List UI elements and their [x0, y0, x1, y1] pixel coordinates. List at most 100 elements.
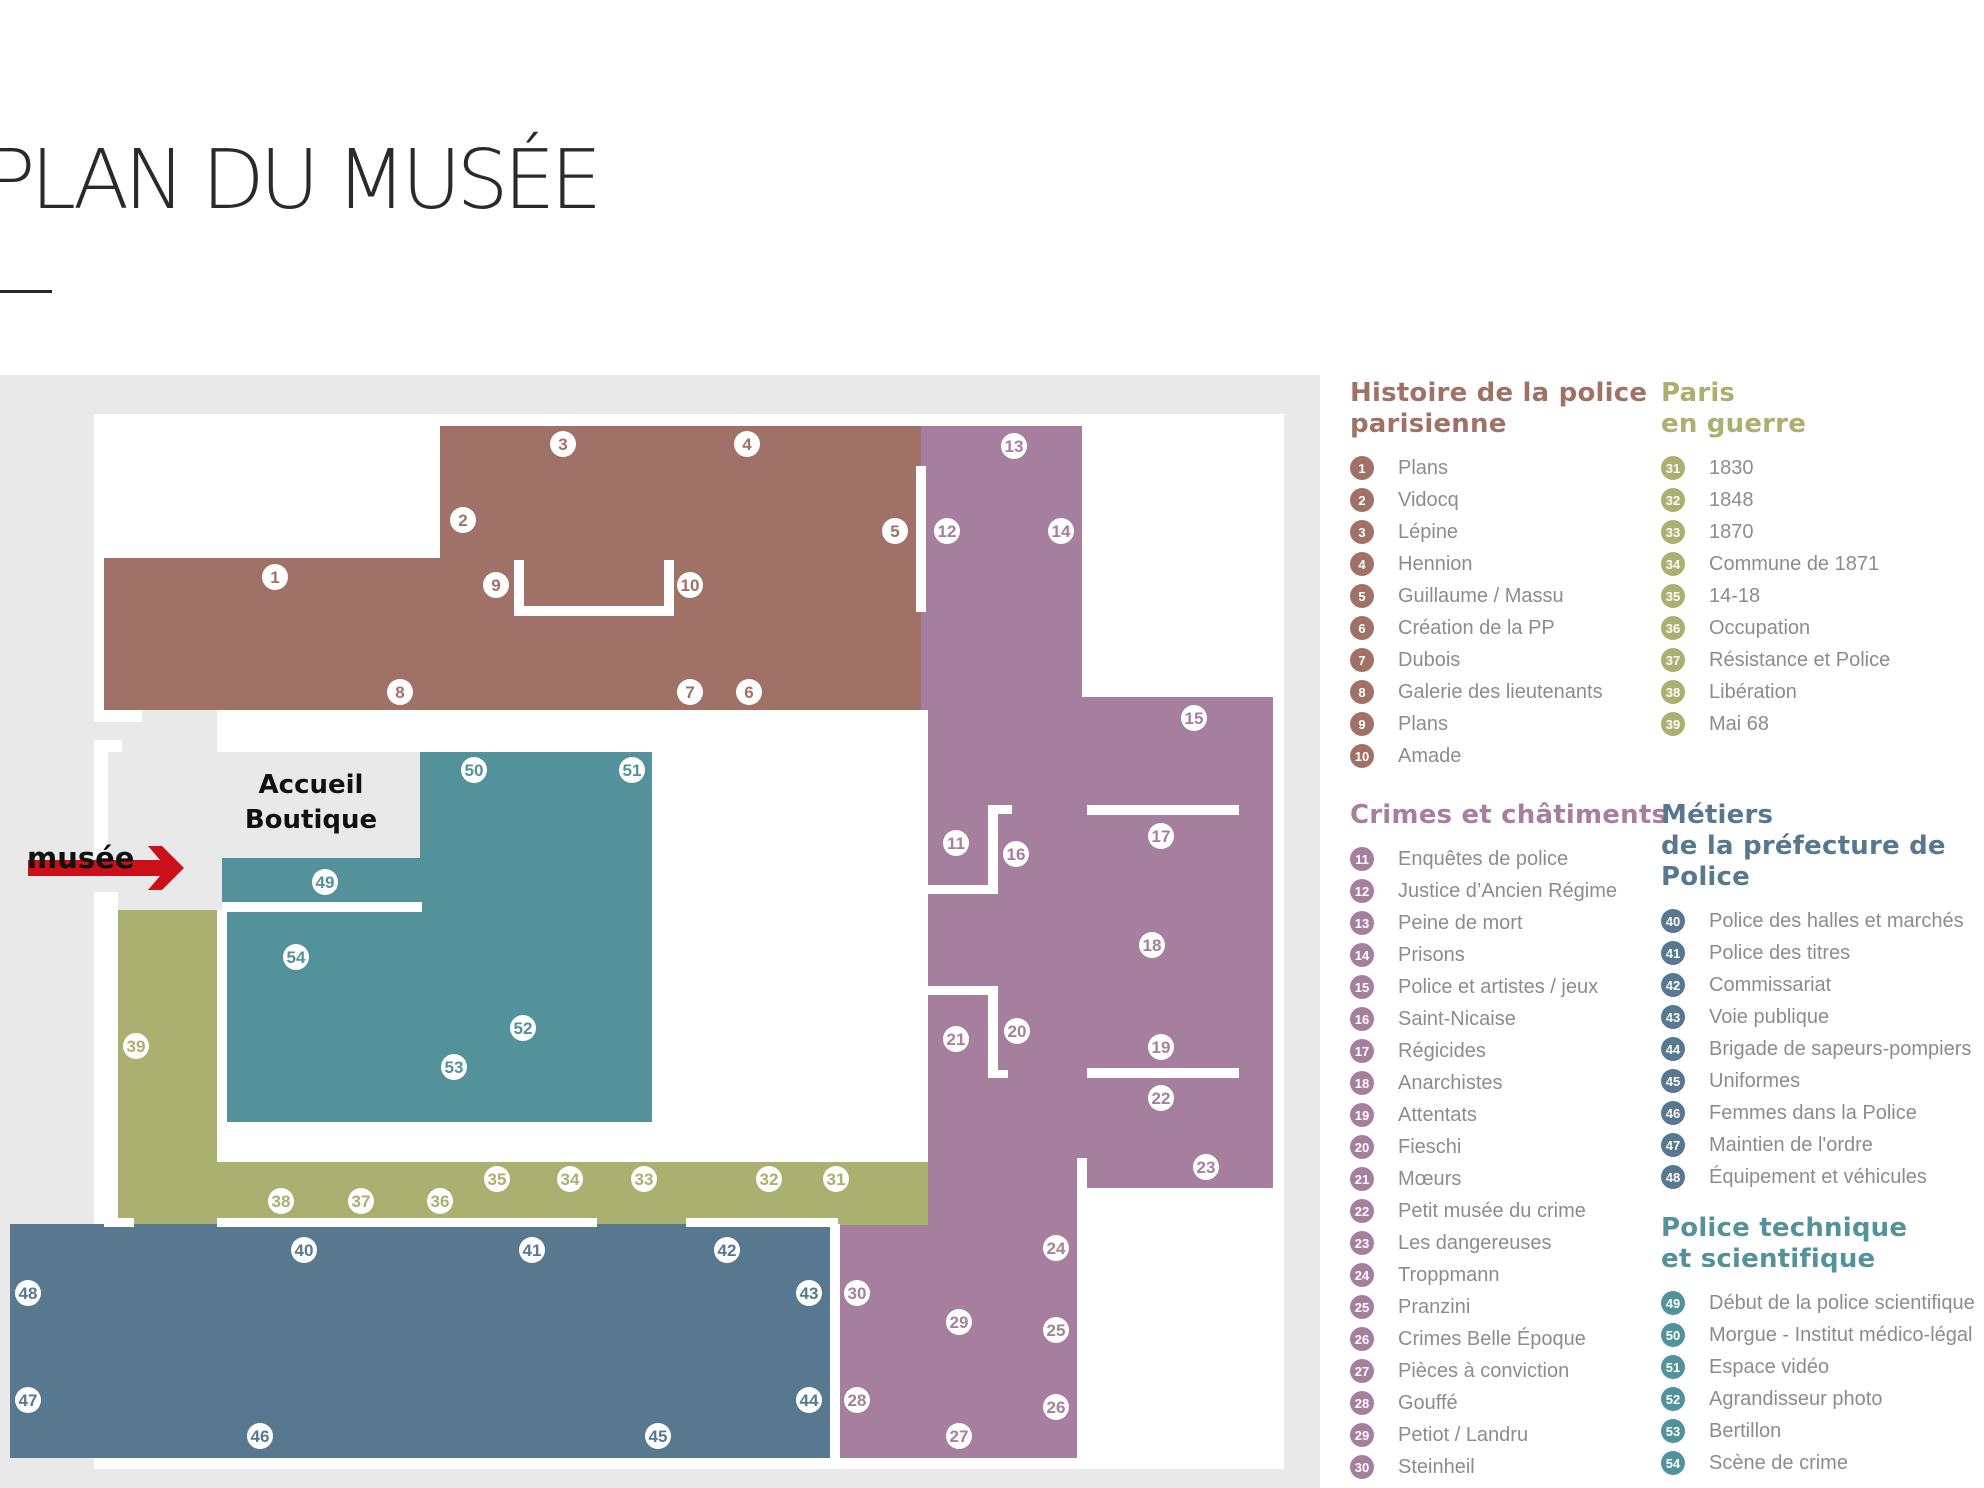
room-marker-circle	[734, 431, 760, 457]
legend-label: 1870	[1709, 520, 1754, 543]
room-marker-21: 21	[943, 1026, 969, 1052]
entrance-label: musée	[27, 841, 134, 875]
room-marker-number: 25	[1047, 1321, 1066, 1340]
zone-metiers	[10, 1224, 830, 1458]
legend-number-badge: 22	[1350, 1199, 1374, 1223]
legend-number-badge: 51	[1661, 1355, 1685, 1379]
legend-number-badge: 44	[1661, 1037, 1685, 1061]
room-marker-18: 18	[1139, 932, 1165, 958]
legend-label: Résistance et Police	[1709, 648, 1891, 671]
room-marker-27: 27	[946, 1423, 972, 1449]
legend-number-badge: 31	[1661, 456, 1685, 480]
legend-label: Peine de mort	[1398, 911, 1523, 934]
room-marker-number: 54	[287, 948, 306, 967]
room-marker-46: 46	[247, 1423, 273, 1449]
room-marker-circle	[262, 564, 288, 590]
legend-number-badge: 14	[1350, 943, 1374, 967]
room-marker-33: 33	[631, 1166, 657, 1192]
room-marker-number: 34	[561, 1170, 580, 1189]
room-marker-11: 11	[943, 830, 969, 856]
room-marker-number: 13	[1005, 437, 1024, 456]
room-marker-number: 50	[465, 761, 484, 780]
room-marker-circle	[1001, 433, 1027, 459]
room-marker-circle	[796, 1280, 822, 1306]
room-marker-number: 22	[1152, 1089, 1171, 1108]
legend-label: Galerie des lieutenants	[1398, 680, 1603, 703]
room-marker-number: 44	[800, 1391, 819, 1410]
legend-item: 14 Prisons	[1350, 939, 1667, 971]
room-marker-9: 9	[483, 572, 509, 598]
legend-item: 41 Police des titres	[1661, 937, 1984, 969]
legend-label: Police et artistes / jeux	[1398, 975, 1599, 998]
room-marker-47: 47	[15, 1387, 41, 1413]
room-marker-circle	[1004, 1018, 1030, 1044]
room-marker-number: 49	[316, 873, 335, 892]
room-marker-circle	[291, 1237, 317, 1263]
legend-number-badge: 16	[1350, 1007, 1374, 1031]
room-marker-circle	[1043, 1394, 1069, 1420]
legend-number-badge: 6	[1350, 616, 1374, 640]
room-marker-circle	[943, 1026, 969, 1052]
legend-number-badge: 53	[1661, 1419, 1685, 1443]
legend-label: Les dangereuses	[1398, 1231, 1552, 1254]
room-marker-circle	[283, 944, 309, 970]
room-marker-number: 11	[947, 834, 965, 853]
legend-label: Steinheil	[1398, 1455, 1475, 1478]
legend-label: Prisons	[1398, 943, 1465, 966]
room-marker-53: 53	[441, 1054, 467, 1080]
zone-crimes	[840, 426, 1273, 1458]
legend-number-badge: 39	[1661, 712, 1685, 736]
legend-number-badge: 18	[1350, 1071, 1374, 1095]
legend-number-badge: 40	[1661, 909, 1685, 933]
room-marker-number: 14	[1052, 522, 1071, 541]
room-marker-5: 5	[882, 518, 908, 544]
room-marker-number: 6	[744, 683, 753, 702]
room-marker-19: 19	[1148, 1034, 1174, 1060]
room-marker-number: 36	[431, 1192, 450, 1211]
legend-number-badge: 28	[1350, 1391, 1374, 1415]
legend-number-badge: 41	[1661, 941, 1685, 965]
room-marker-25: 25	[1043, 1317, 1069, 1343]
legend-number-badge: 15	[1350, 975, 1374, 999]
legend-label: Morgue - Institut médico-légal	[1709, 1323, 1973, 1346]
room-marker-circle	[450, 507, 476, 533]
room-marker-number: 20	[1008, 1022, 1027, 1041]
legend-label: 14-18	[1709, 584, 1761, 607]
room-marker-24: 24	[1043, 1235, 1069, 1261]
plan-walls	[104, 466, 1239, 1458]
room-marker-circle	[312, 869, 338, 895]
room-marker-circle	[619, 757, 645, 783]
room-marker-circle	[557, 1166, 583, 1192]
legend-number-badge: 3	[1350, 520, 1374, 544]
legend-label: Commune de 1871	[1709, 552, 1880, 575]
room-marker-39: 39	[123, 1033, 149, 1059]
room-marker-circle	[736, 679, 762, 705]
legend-label: Police des titres	[1709, 941, 1851, 964]
room-marker-52: 52	[510, 1015, 536, 1041]
legend-label: Fieschi	[1398, 1135, 1462, 1158]
room-marker-41: 41	[519, 1237, 545, 1263]
legend-label: Plans	[1398, 456, 1449, 479]
room-marker-circle	[823, 1166, 849, 1192]
room-marker-circle	[1043, 1317, 1069, 1343]
room-marker-circle	[427, 1188, 453, 1214]
